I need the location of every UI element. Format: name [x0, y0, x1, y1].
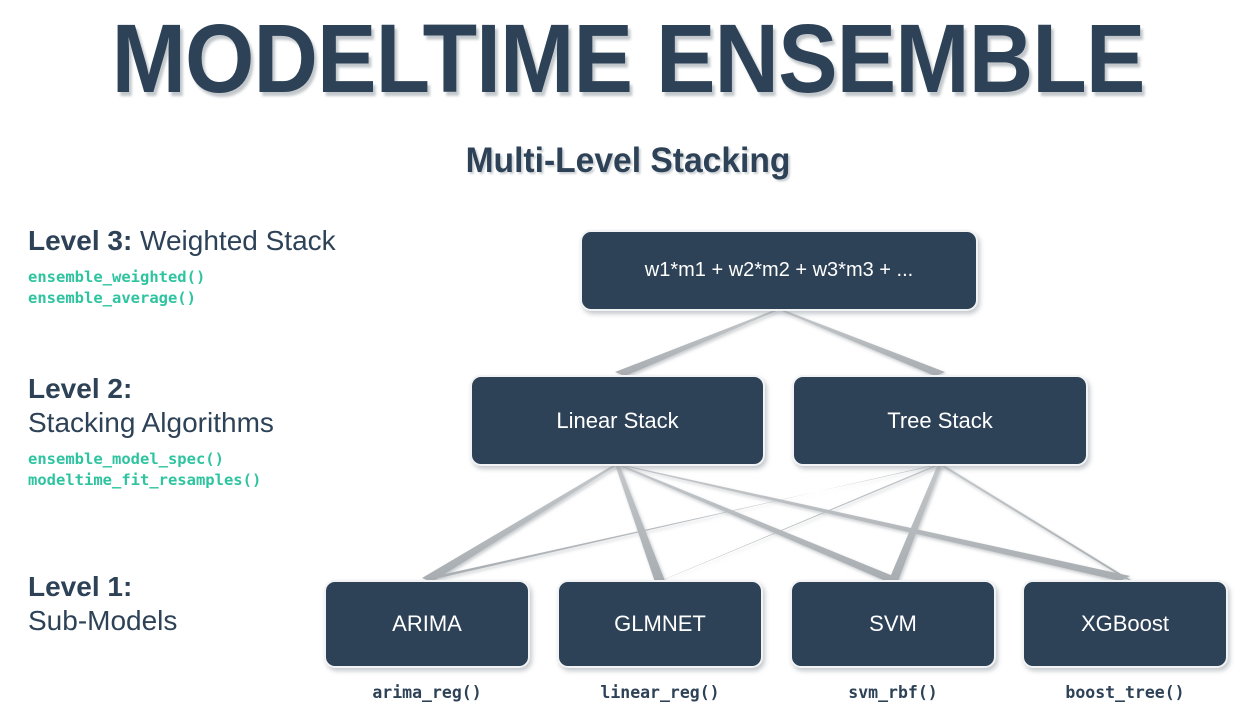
- level-3-caption: Level 3: Weighted Stack ensemble_weighte…: [28, 224, 336, 309]
- wire-linear-to-svm: [615, 464, 898, 582]
- node-svm[interactable]: SVM: [790, 580, 996, 668]
- caption-arima: arima_reg(): [372, 683, 482, 702]
- function-ensemble-weighted: ensemble_weighted(): [28, 268, 206, 286]
- level-3-heading: Level 3: Weighted Stack: [28, 224, 336, 258]
- wire-linear-to-glmnet: [615, 464, 665, 582]
- function-modeltime-fit-resamples: modeltime_fit_resamples(): [28, 471, 262, 489]
- caption-svm: svm_rbf(): [848, 683, 938, 702]
- wire-weighted-to-linear: [615, 309, 781, 376]
- node-glmnet-label: GLMNET: [614, 611, 706, 636]
- node-glmnet[interactable]: GLMNET: [557, 580, 763, 668]
- page-title: MODELTIME ENSEMBLE: [111, 4, 1146, 113]
- wire-linear-to-xgboost: [615, 464, 1130, 581]
- level-3-heading-rest: Weighted Stack: [132, 225, 336, 256]
- node-arima-label: ARIMA: [392, 611, 462, 636]
- level-1-heading-rest: Sub-Models: [28, 605, 178, 636]
- level-2-caption: Level 2:Stacking Algorithms ensemble_mod…: [28, 372, 274, 491]
- wire-weighted-to-tree: [777, 309, 945, 376]
- node-xgboost-label: XGBoost: [1080, 611, 1170, 636]
- node-svm-label: SVM: [869, 611, 917, 636]
- node-linear-stack-label: Linear Stack: [556, 407, 679, 433]
- level-2-heading-strong: Level 2:: [28, 373, 133, 404]
- level-1-heading: Level 1:Sub-Models: [28, 570, 177, 638]
- node-weighted-formula-label: w1*m1 + w2*m2 + w3*m3 + ...: [644, 259, 914, 281]
- level-2-heading-rest: Stacking Algorithms: [28, 407, 274, 438]
- wire-tree-to-glmnet: [658, 464, 942, 582]
- node-linear-stack[interactable]: Linear Stack: [470, 375, 765, 466]
- function-ensemble-model-spec: ensemble_model_spec(): [28, 450, 224, 468]
- caption-xgboost: boost_tree(): [1065, 683, 1185, 702]
- wire-tree-to-arima: [426, 464, 942, 581]
- wire-tree-to-svm: [888, 464, 942, 582]
- node-tree-stack[interactable]: Tree Stack: [792, 375, 1088, 466]
- node-arima[interactable]: ARIMA: [324, 580, 530, 668]
- node-tree-stack-label: Tree Stack: [887, 407, 993, 433]
- level-1-heading-strong: Level 1:: [28, 571, 133, 602]
- level-3-heading-strong: Level 3:: [28, 225, 133, 256]
- caption-glmnet: linear_reg(): [600, 683, 720, 702]
- wire-linear-to-arima: [422, 464, 619, 582]
- node-weighted-formula[interactable]: w1*m1 + w2*m2 + w3*m3 + ...: [580, 230, 978, 311]
- node-xgboost[interactable]: XGBoost: [1022, 580, 1228, 668]
- wire-tree-to-xgboost: [938, 464, 1134, 582]
- page-subtitle: Multi-Level Stacking: [465, 141, 791, 180]
- level-3-functions: ensemble_weighted() ensemble_average(): [28, 267, 336, 309]
- function-ensemble-average: ensemble_average(): [28, 289, 196, 307]
- level-2-heading: Level 2:Stacking Algorithms: [28, 372, 274, 440]
- level-2-functions: ensemble_model_spec() modeltime_fit_resa…: [28, 449, 274, 491]
- level-1-caption: Level 1:Sub-Models: [28, 570, 177, 638]
